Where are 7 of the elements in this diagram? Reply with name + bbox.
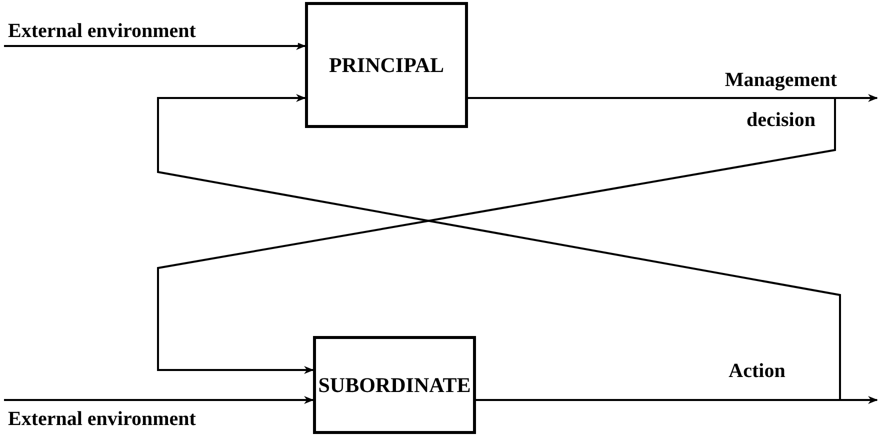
box-label: SUBORDINATE <box>318 372 471 398</box>
edge-label: Management decision <box>724 68 838 133</box>
arrow <box>4 42 306 50</box>
process-box <box>305 2 468 128</box>
process-box <box>313 336 476 434</box>
box-label: PRINCIPAL <box>328 52 444 78</box>
arrow <box>4 396 314 404</box>
